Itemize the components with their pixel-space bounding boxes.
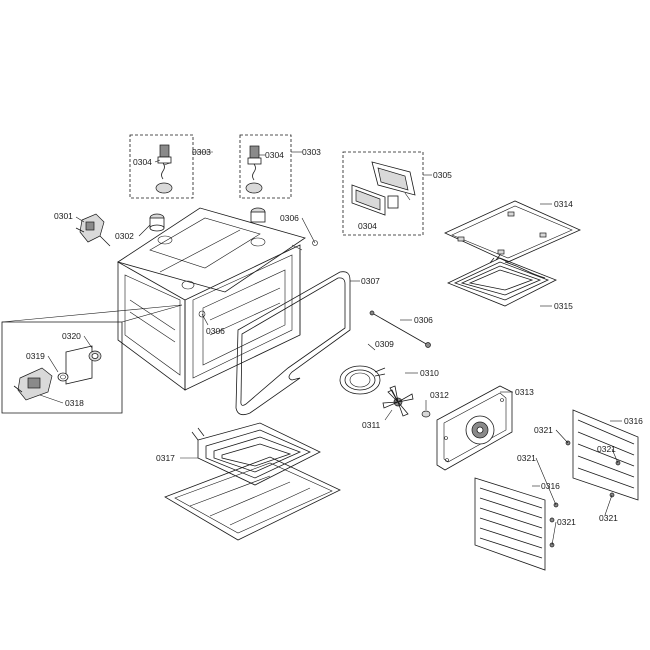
convection-element-part xyxy=(339,365,386,395)
label-0307: 0307 xyxy=(361,276,380,286)
label-0302: 0302 xyxy=(115,231,134,241)
label-0316-mid: 0316 xyxy=(541,481,560,491)
fan-cover-part xyxy=(436,385,513,471)
label-0320: 0320 xyxy=(62,331,81,341)
rack-support-right-part xyxy=(565,409,639,501)
lamp-lens-left xyxy=(149,213,165,232)
broil-panel-part xyxy=(444,200,581,263)
label-0310: 0310 xyxy=(420,368,439,378)
oven-cavity xyxy=(117,207,318,391)
label-0321-b: 0321 xyxy=(597,444,616,454)
lamp-lens-right xyxy=(250,207,266,223)
convection-motor-inset xyxy=(1,304,183,414)
fan-nut-part xyxy=(421,410,431,418)
label-0304-box: 0304 xyxy=(358,221,377,231)
rack-support-left-part xyxy=(474,477,559,571)
label-0312: 0312 xyxy=(430,390,449,400)
label-0301: 0301 xyxy=(54,211,73,221)
label-0315: 0315 xyxy=(554,301,573,311)
label-0303-right: 0303 xyxy=(302,147,321,157)
label-0306-top: 0306 xyxy=(280,213,299,223)
label-0321-e: 0321 xyxy=(599,513,618,523)
leader-lines xyxy=(39,151,622,546)
fan-blade-part xyxy=(382,385,414,417)
label-0304-left: 0304 xyxy=(133,157,152,167)
label-0306-right: 0306 xyxy=(414,315,433,325)
lamp-assembly-box-right xyxy=(239,134,292,199)
door-gasket-part xyxy=(235,271,351,416)
broil-element-part xyxy=(447,254,557,307)
label-0317: 0317 xyxy=(156,453,175,463)
label-0321-d: 0321 xyxy=(557,517,576,527)
label-0319: 0319 xyxy=(26,351,45,361)
label-0304-right: 0304 xyxy=(265,150,284,160)
bake-element-tray-part xyxy=(164,422,341,541)
temperature-sensor-part xyxy=(75,213,111,247)
label-0316-right: 0316 xyxy=(624,416,643,426)
lamp-assembly-box-left xyxy=(129,134,194,199)
wire-harness-part xyxy=(369,310,431,348)
label-0311: 0311 xyxy=(362,420,381,430)
label-0321-c: 0321 xyxy=(517,453,536,463)
label-0314: 0314 xyxy=(554,199,573,209)
label-0318: 0318 xyxy=(65,398,84,408)
light-module-box xyxy=(342,151,424,236)
label-0303-left: 0303 xyxy=(192,147,211,157)
label-0313: 0313 xyxy=(515,387,534,397)
label-0306-mid: 0306 xyxy=(206,326,225,336)
part-labels: 0301 0302 0303 0303 0304 0304 0304 0305 … xyxy=(26,147,643,527)
label-0305: 0305 xyxy=(433,170,452,180)
label-0309: 0309 xyxy=(375,339,394,349)
label-0321-a: 0321 xyxy=(534,425,553,435)
